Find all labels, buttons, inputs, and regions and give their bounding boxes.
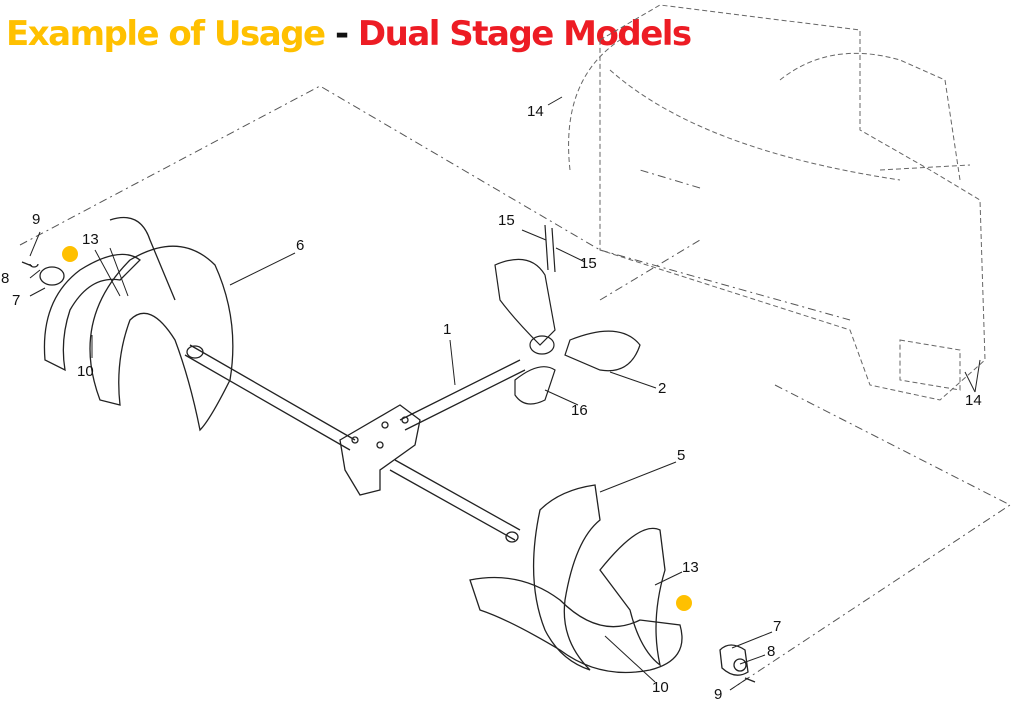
- callout-10-right: 10: [652, 679, 669, 696]
- callout-8-right: 8: [767, 643, 776, 660]
- callout-13-left: 13: [82, 231, 99, 248]
- auger-shaft: [184, 344, 526, 543]
- callout-7-right: 7: [773, 618, 782, 635]
- impeller: [494, 224, 641, 405]
- title-usage: Example of Usage: [6, 14, 326, 54]
- housing-outline-dashed: [19, 85, 1011, 691]
- callout-15-b: 15: [580, 255, 597, 272]
- diagram-title: Example of Usage - Dual Stage Models: [6, 14, 692, 54]
- callout-1: 1: [443, 321, 452, 338]
- callout-9-right: 9: [714, 686, 723, 703]
- callout-13-right: 13: [682, 559, 699, 576]
- callout-8-left: 8: [1, 270, 10, 287]
- title-models: Dual Stage Models: [357, 14, 692, 54]
- highlight-marker-left: [62, 246, 78, 262]
- title-separator: -: [334, 14, 349, 54]
- gearbox: [339, 404, 421, 496]
- left-auger: [21, 216, 234, 432]
- right-auger: [469, 484, 756, 683]
- leader-lines: [29, 96, 981, 691]
- callout-5: 5: [677, 447, 686, 464]
- callout-2: 2: [658, 380, 667, 397]
- callout-6: 6: [296, 237, 305, 254]
- callout-9-left: 9: [32, 211, 41, 228]
- callout-15-a: 15: [498, 212, 515, 229]
- callout-16: 16: [571, 402, 588, 419]
- callout-7-left: 7: [12, 292, 21, 309]
- highlight-marker-right: [676, 595, 692, 611]
- callout-14-right: 14: [965, 392, 982, 409]
- callout-14-top: 14: [527, 103, 544, 120]
- auger-housing: [568, 4, 986, 401]
- callout-10-left: 10: [77, 363, 94, 380]
